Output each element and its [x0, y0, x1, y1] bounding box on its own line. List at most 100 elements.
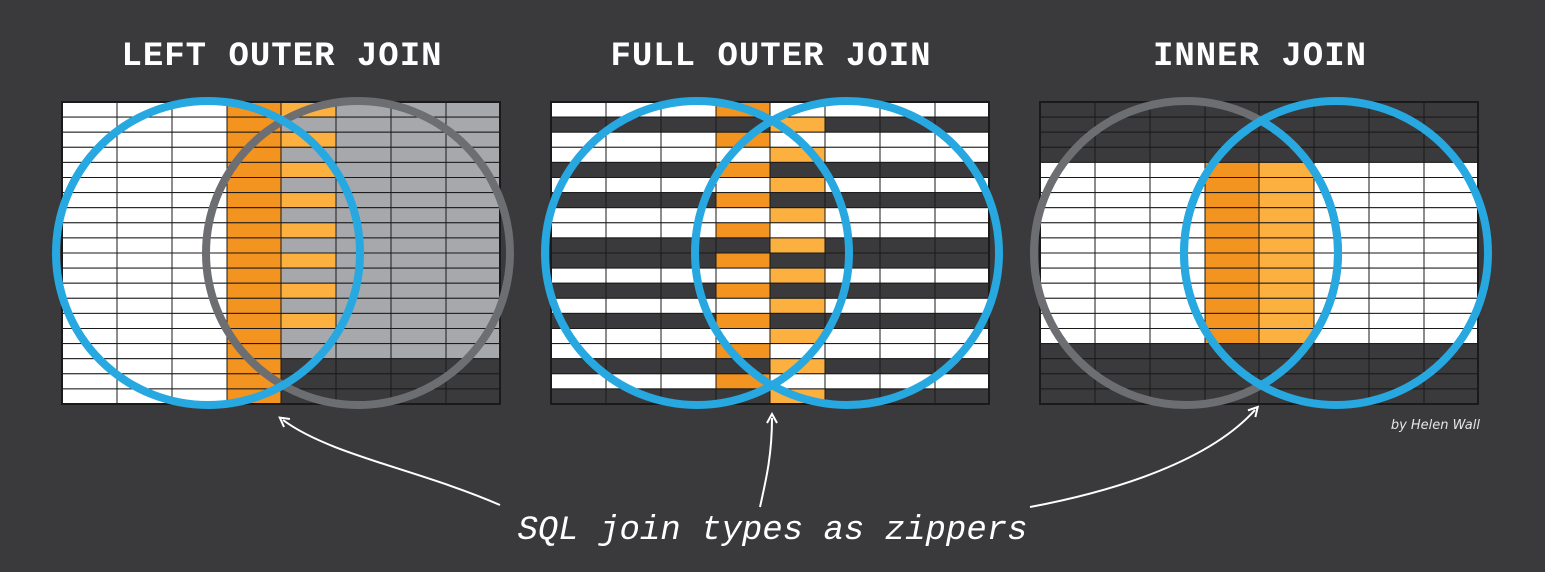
table-cell — [1423, 207, 1479, 224]
table-cell — [445, 267, 501, 284]
table-cell — [1149, 207, 1206, 224]
table-cell — [1423, 192, 1479, 209]
table-cell — [1368, 358, 1425, 375]
table-cell — [116, 222, 173, 239]
table-cell — [61, 101, 118, 118]
table-cell — [934, 297, 990, 314]
table-cell — [934, 388, 990, 405]
table-cell — [1039, 116, 1096, 133]
table-cell — [1258, 207, 1315, 224]
table-cell — [1313, 328, 1370, 345]
table-cell — [660, 328, 717, 345]
table-cell — [1423, 237, 1479, 254]
table-cell — [879, 207, 936, 224]
inner-overlap-outline — [1180, 116, 1342, 390]
table-cell — [1368, 177, 1425, 194]
table-cell — [1094, 177, 1151, 194]
table-cell — [171, 161, 228, 178]
table-cell — [934, 373, 990, 390]
table-cell — [769, 177, 826, 194]
table-cell — [934, 237, 990, 254]
table-cell — [116, 207, 173, 224]
table-cell — [824, 222, 881, 239]
table-cell — [1368, 192, 1425, 209]
table-cell — [660, 207, 717, 224]
table-cell — [1094, 131, 1151, 148]
table-cell — [171, 222, 228, 239]
table-cell — [445, 297, 501, 314]
table-cell — [226, 312, 282, 329]
table-cell — [280, 252, 337, 269]
table-cell — [335, 161, 392, 178]
table-cell — [445, 222, 501, 239]
table-cell — [1423, 267, 1479, 284]
table-cell — [445, 207, 501, 224]
table-cell — [171, 207, 228, 224]
table-cell — [660, 373, 717, 390]
table-cell — [226, 252, 282, 269]
table-cell — [879, 328, 936, 345]
table-cell — [550, 267, 607, 284]
table-cell — [1149, 267, 1206, 284]
table-cell — [1039, 207, 1096, 224]
table-cell — [1313, 161, 1370, 178]
table-cell — [226, 222, 282, 239]
table-cell — [1204, 237, 1260, 254]
table-cell — [660, 222, 717, 239]
table-cell — [1313, 207, 1370, 224]
diagram-caption: SQL join types as zippers — [517, 512, 1028, 550]
table-cell — [1258, 237, 1315, 254]
table-cell — [605, 192, 662, 209]
table-cell — [1204, 297, 1260, 314]
table-cell — [1258, 177, 1315, 194]
table-cell — [171, 282, 228, 299]
table-cell — [715, 207, 771, 224]
table-cell — [1313, 373, 1370, 390]
table-cell — [445, 116, 501, 133]
table-cell — [1039, 237, 1096, 254]
table-cell — [1258, 282, 1315, 299]
table-cell — [1258, 192, 1315, 209]
table-cell — [1423, 282, 1479, 299]
table-cell — [660, 237, 717, 254]
table-cell — [934, 101, 990, 118]
table-cell — [390, 161, 447, 178]
left-outer-join-panel — [52, 97, 514, 409]
table-cell — [390, 177, 447, 194]
table-cell — [390, 237, 447, 254]
table-cell — [61, 161, 118, 178]
table-cell — [116, 267, 173, 284]
table-cell — [879, 343, 936, 360]
table-cell — [1204, 267, 1260, 284]
table-cell — [1313, 222, 1370, 239]
table-cell — [1423, 252, 1479, 269]
table-cell — [715, 312, 771, 329]
table-cell — [171, 343, 228, 360]
table-cell — [445, 101, 501, 118]
table-cell — [605, 328, 662, 345]
table-cell — [1039, 282, 1096, 299]
table-cell — [116, 161, 173, 178]
table-cell — [660, 343, 717, 360]
table-cell — [660, 282, 717, 299]
table-cell — [1368, 312, 1425, 329]
table-cell — [171, 116, 228, 133]
table-cell — [116, 328, 173, 345]
table-cell — [1368, 267, 1425, 284]
table-cell — [660, 161, 717, 178]
table-cell — [605, 343, 662, 360]
table-cell — [390, 328, 447, 345]
left-table-circle — [52, 97, 364, 409]
table-cell — [1149, 161, 1206, 178]
table-cell — [1149, 131, 1206, 148]
table-cell — [390, 222, 447, 239]
author-credit: by Helen Wall — [1390, 418, 1480, 433]
table-cell — [1423, 297, 1479, 314]
table-cell — [1039, 388, 1096, 405]
table-cell — [824, 146, 881, 163]
table-cell — [1094, 343, 1151, 360]
table-cell — [116, 297, 173, 314]
table-cell — [61, 328, 118, 345]
table-cell — [1149, 222, 1206, 239]
